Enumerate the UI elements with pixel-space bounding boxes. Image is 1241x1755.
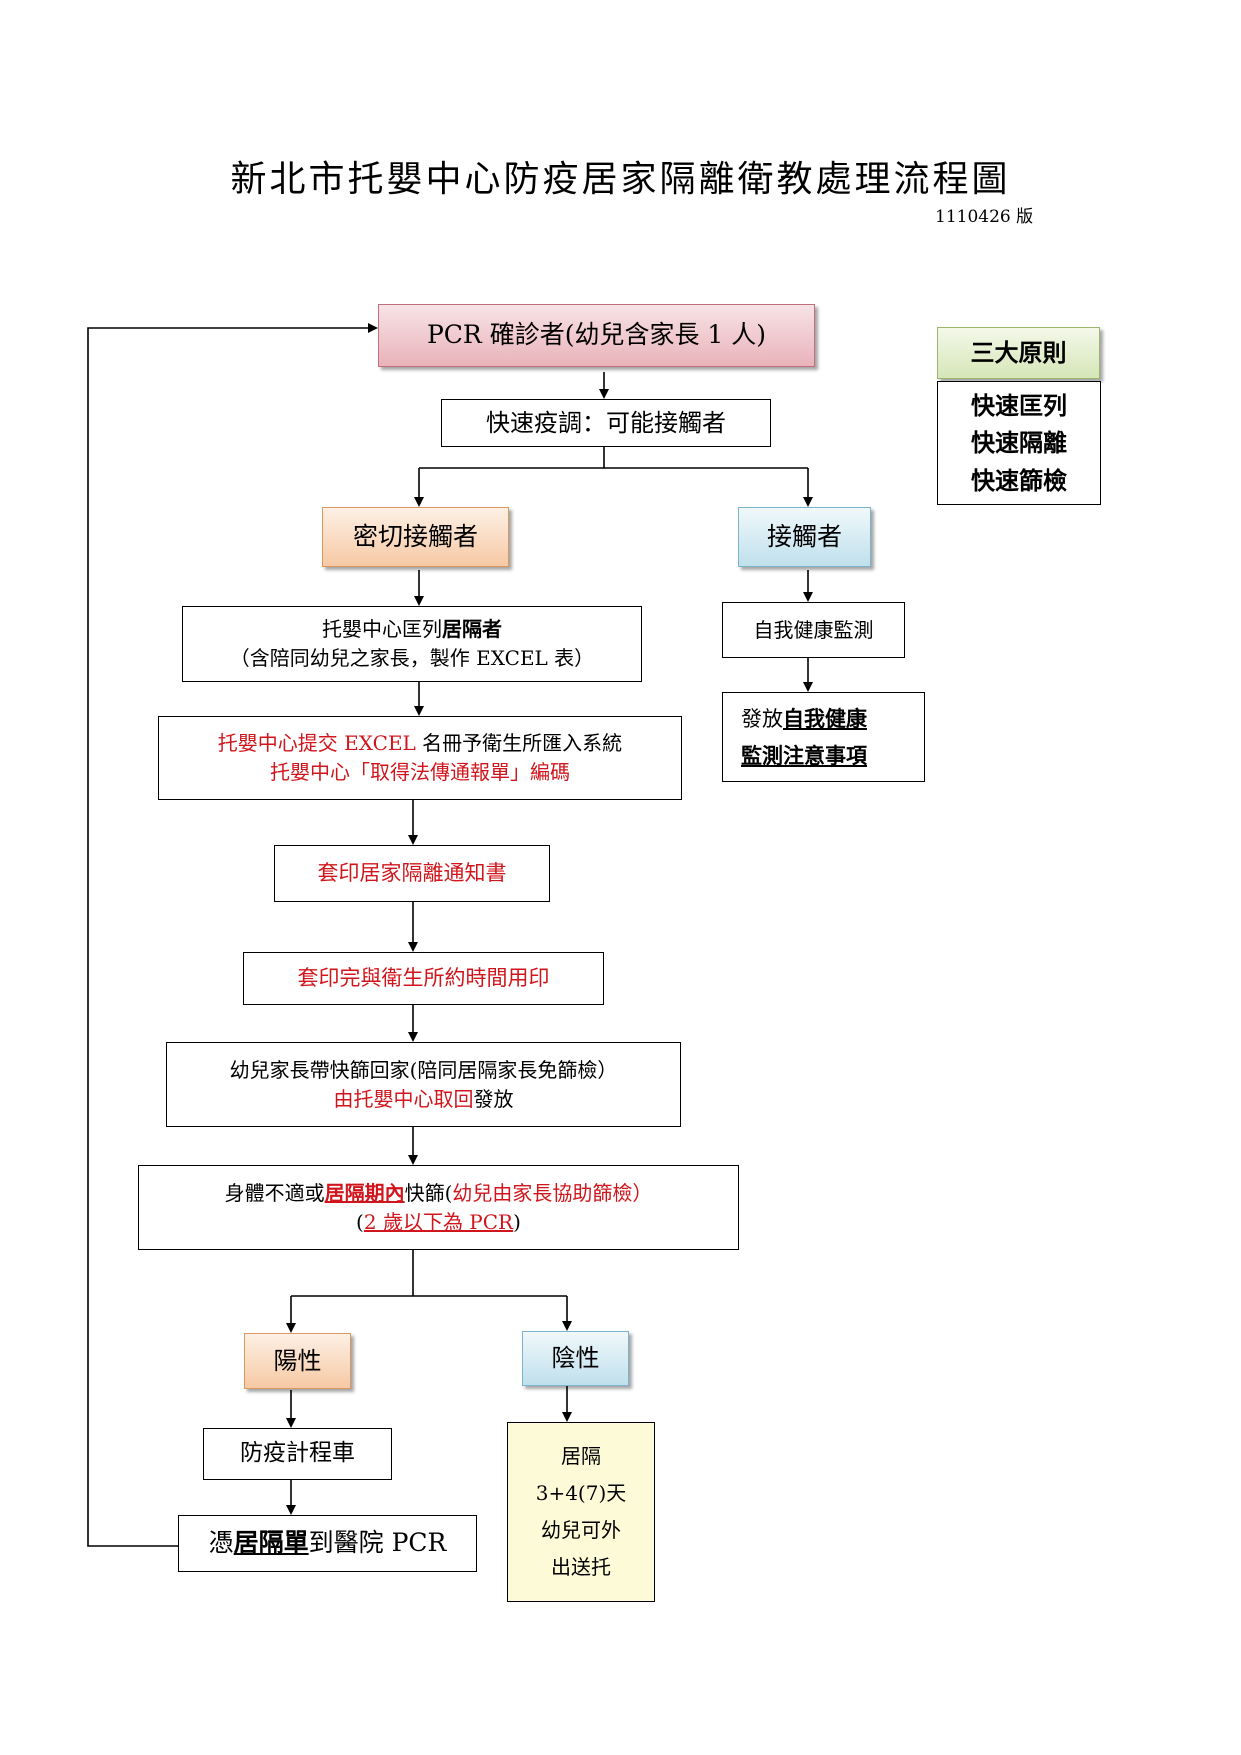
rapid-test-line2: 由托嬰中心取回發放 bbox=[333, 1086, 514, 1111]
excel-submit-box: 托嬰中心提交 EXCEL 名冊予衛生所匯入系統 托嬰中心「取得法傳通報單」編碼 bbox=[158, 716, 682, 800]
investigation-text: 快速疫調：可能接觸者 bbox=[486, 408, 726, 437]
list-quarantine-box: 托嬰中心匡列居隔者 （含陪同幼兒之家長，製作 EXCEL 表） bbox=[182, 606, 642, 682]
quarantine-box: 居隔 3+4(7)天 幼兒可外 出送托 bbox=[507, 1422, 655, 1602]
list-quarantine-line2: （含陪同幼兒之家長，製作 EXCEL 表） bbox=[229, 646, 595, 670]
print-notice-text: 套印居家隔離通知書 bbox=[317, 861, 507, 886]
self-monitor-text: 自我健康監測 bbox=[753, 617, 874, 642]
excel-submit-line1: 托嬰中心提交 EXCEL 名冊予衛生所匯入系統 bbox=[217, 731, 623, 755]
positive-box: 陽性 bbox=[244, 1333, 351, 1389]
taxi-box: 防疫計程車 bbox=[203, 1428, 392, 1480]
taxi-text: 防疫計程車 bbox=[240, 1440, 355, 1467]
principles-list: 快速匡列 快速隔離 快速篩檢 bbox=[937, 381, 1101, 505]
self-monitor-box: 自我健康監測 bbox=[722, 602, 905, 658]
page-title: 新北市托嬰中心防疫居家隔離衛教處理流程圖 bbox=[230, 159, 1011, 200]
quarantine-line: 出送托 bbox=[551, 1555, 611, 1579]
rapid-test-line1: 幼兒家長帶快篩回家(陪同居隔家長免篩檢） bbox=[229, 1057, 618, 1082]
contact-text: 接觸者 bbox=[766, 521, 842, 551]
unwell-test-box: 身體不適或居隔期內快篩(幼兒由家長協助篩檢） (2 歲以下為 PCR) bbox=[138, 1165, 739, 1250]
excel-submit-line2: 托嬰中心「取得法傳通報單」編碼 bbox=[270, 760, 570, 784]
close-contact-box: 密切接觸者 bbox=[322, 507, 509, 567]
close-contact-text: 密切接觸者 bbox=[352, 521, 478, 551]
investigation-box: 快速疫調：可能接觸者 bbox=[441, 399, 771, 447]
principles-header-text: 三大原則 bbox=[970, 337, 1067, 367]
print-stamp-box: 套印完與衛生所約時間用印 bbox=[243, 952, 604, 1005]
unwell-test-line1: 身體不適或居隔期內快篩(幼兒由家長協助篩檢） bbox=[224, 1180, 653, 1205]
quarantine-line: 3+4(7)天 bbox=[535, 1481, 627, 1505]
hospital-pcr-box: 憑居隔單到醫院 PCR bbox=[178, 1515, 477, 1572]
quarantine-line: 幼兒可外 bbox=[541, 1518, 621, 1542]
rapid-test-box: 幼兒家長帶快篩回家(陪同居隔家長免篩檢） 由托嬰中心取回發放 bbox=[166, 1042, 681, 1127]
quarantine-line: 居隔 bbox=[561, 1444, 601, 1468]
principle-item: 快速隔離 bbox=[971, 428, 1067, 458]
contact-box: 接觸者 bbox=[738, 507, 871, 567]
list-quarantine-line1: 托嬰中心匡列居隔者 bbox=[322, 617, 502, 641]
negative-box: 陰性 bbox=[522, 1331, 629, 1386]
negative-text: 陰性 bbox=[551, 1344, 600, 1373]
version-label: 1110426 版 bbox=[935, 207, 1034, 227]
unwell-test-line2: (2 歲以下為 PCR) bbox=[356, 1209, 521, 1234]
print-notice-box: 套印居家隔離通知書 bbox=[274, 845, 550, 902]
pcr-confirmed-box: PCR 確診者(幼兒含家長 1 人) bbox=[378, 304, 815, 367]
hospital-pcr-text: 憑居隔單到醫院 PCR bbox=[208, 1528, 447, 1558]
monitor-notice-box: 發放自我健康 監測注意事項 bbox=[722, 692, 925, 782]
principle-item: 快速匡列 bbox=[971, 391, 1067, 421]
loop-back-arrow bbox=[87, 323, 378, 1547]
principles-header: 三大原則 bbox=[937, 327, 1100, 379]
positive-text: 陽性 bbox=[273, 1346, 322, 1375]
print-stamp-text: 套印完與衛生所約時間用印 bbox=[297, 966, 550, 991]
monitor-notice-line2: 監測注意事項 bbox=[741, 742, 867, 768]
pcr-confirmed-text: PCR 確診者(幼兒含家長 1 人) bbox=[426, 320, 767, 350]
principle-item: 快速篩檢 bbox=[971, 465, 1067, 495]
monitor-notice-line1: 發放自我健康 bbox=[741, 705, 867, 731]
